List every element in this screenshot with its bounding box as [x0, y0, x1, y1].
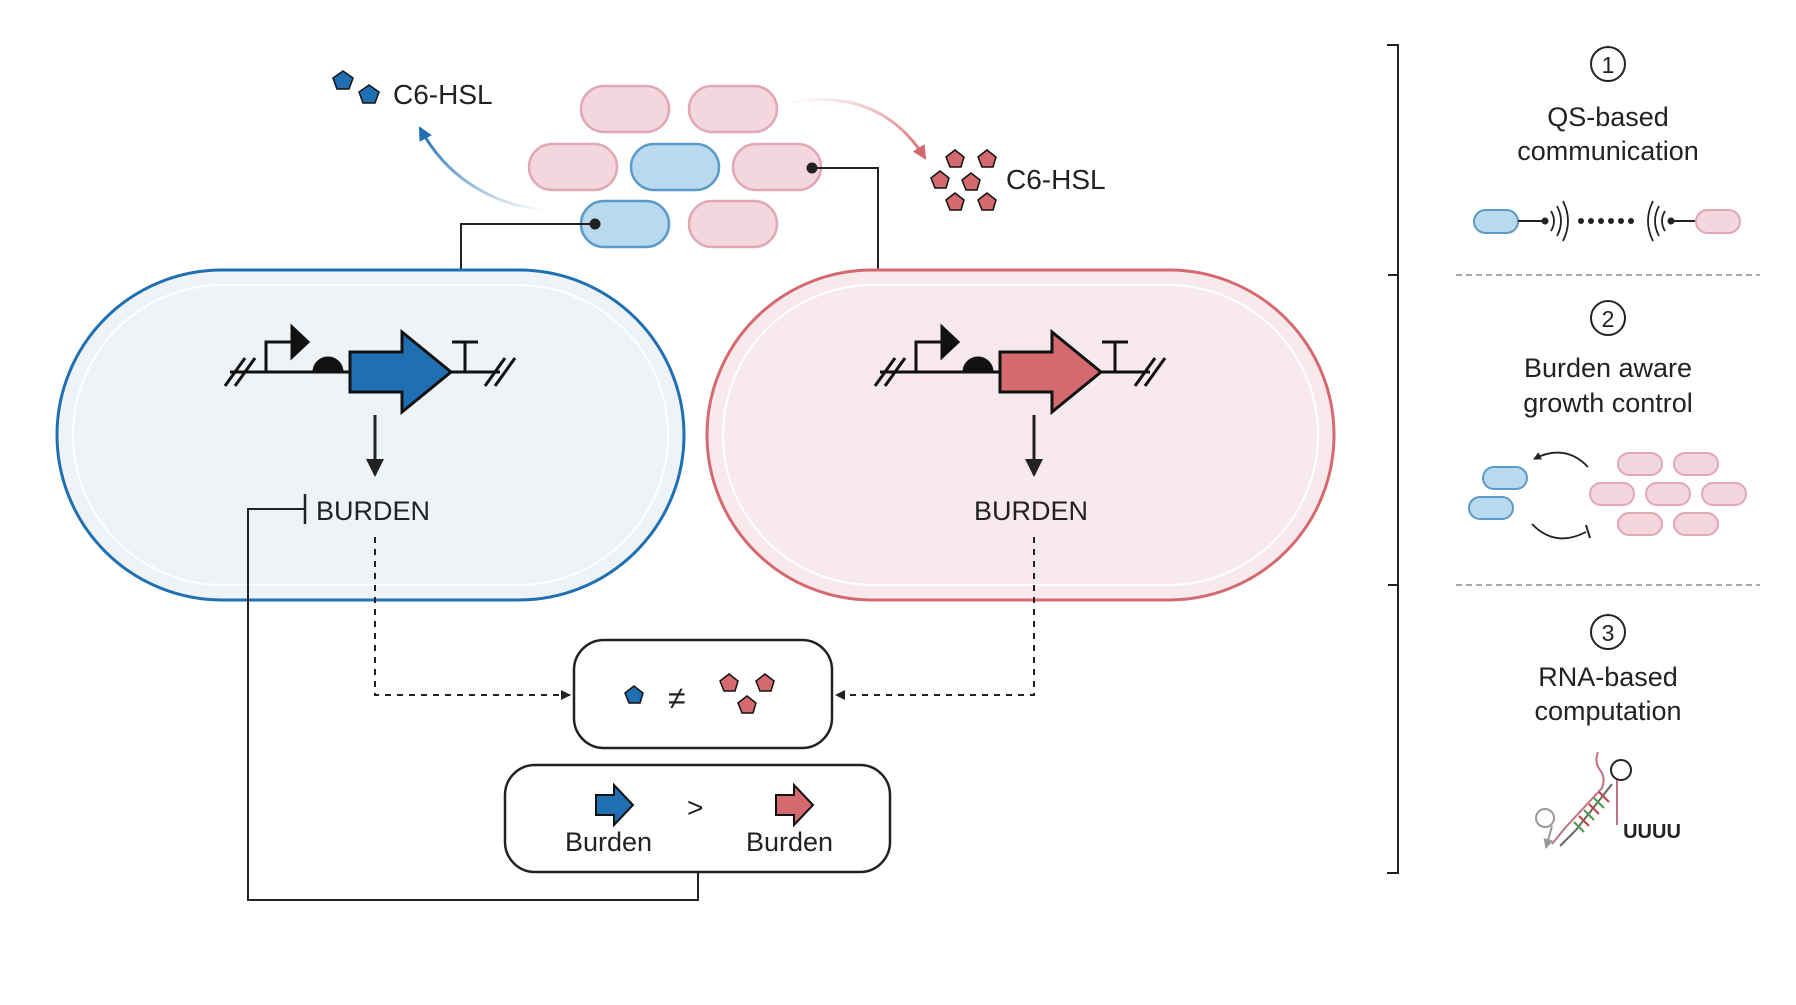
blue-gene-circuit — [223, 323, 517, 416]
pentagon-icon — [755, 673, 775, 692]
burden-comparison-box: > Burden Burden — [503, 763, 892, 874]
sidebar-section-rna-computation: 3 RNA-based computation UUUU — [1534, 614, 1682, 849]
red-burden-comparison-label: Burden — [746, 827, 833, 857]
sidebar-section-qs-communication: 1 QS-based communication — [1473, 46, 1741, 242]
red-arrow-icon — [775, 782, 815, 828]
red-gene-circuit — [873, 323, 1167, 416]
zoom-leader-lines — [460, 162, 879, 270]
section-title-line1: RNA-based — [1538, 662, 1678, 692]
rna-structure-icon — [1535, 751, 1632, 849]
not-equal-symbol: ≠ — [668, 680, 686, 716]
sidebar-section-growth-control: 2 Burden aware growth control — [1468, 300, 1747, 540]
section-title-line2: growth control — [1523, 388, 1693, 418]
red-c6-hsl-molecules — [930, 149, 997, 211]
growth-control-icon — [1468, 451, 1747, 540]
section-number: 3 — [1602, 620, 1615, 646]
blue-signal-label: C6-HSL — [393, 79, 493, 110]
pentagon-icon — [332, 70, 354, 90]
pentagon-icon — [930, 170, 950, 189]
section-title-line1: QS-based — [1547, 102, 1669, 132]
blue-cell — [55, 268, 686, 602]
pentagon-icon — [945, 192, 965, 211]
pentagon-icon — [945, 149, 965, 168]
colony-cell-blue — [629, 142, 721, 192]
rbs-icon — [312, 356, 344, 374]
section-title-line1: Burden aware — [1524, 353, 1692, 383]
blue-c6-hsl-molecules — [332, 70, 380, 104]
section-number: 1 — [1602, 52, 1615, 78]
qs-communication-icon — [1473, 200, 1741, 242]
pentagon-icon — [358, 84, 380, 104]
sidebar-bracket — [1387, 44, 1399, 874]
blue-burden-label: BURDEN — [316, 496, 430, 526]
pentagon-icon — [624, 685, 644, 704]
terminator-icon — [1102, 340, 1128, 372]
blue-burden-comparison-label: Burden — [565, 827, 652, 857]
signal-comparison-box: ≠ — [572, 638, 834, 750]
blue-gene-cds-icon — [348, 328, 454, 416]
rbs-icon — [962, 356, 994, 374]
rna-poly-u-label: UUUU — [1623, 821, 1681, 843]
promoter-arrow-icon — [940, 323, 961, 361]
pentagon-icon — [737, 695, 757, 714]
red-gene-cds-icon — [998, 328, 1104, 416]
red-cell — [705, 268, 1336, 602]
colony-cell-red — [687, 84, 779, 134]
pentagon-icon — [719, 673, 739, 692]
red-signal-label: C6-HSL — [1006, 164, 1106, 195]
blue-arrow-icon — [595, 782, 635, 828]
colony-cell-red — [527, 142, 619, 192]
section-number-badge — [1590, 300, 1626, 336]
section-title-line2: communication — [1517, 136, 1699, 166]
greater-than-symbol: > — [687, 792, 703, 823]
colony-cell-red — [687, 199, 779, 249]
red-signal-arrow — [789, 97, 927, 160]
pentagon-icon — [977, 192, 997, 211]
section-number: 2 — [1602, 306, 1615, 332]
blue-signal-arrow — [418, 126, 546, 212]
bacteria-colony — [527, 84, 823, 249]
section-number-badge — [1590, 614, 1626, 650]
section-number-badge — [1590, 46, 1626, 82]
feedback-inhibition-line — [247, 508, 699, 901]
promoter-arrow-icon — [290, 323, 311, 361]
pentagon-icon — [961, 172, 981, 191]
blue-burden-dashed-arrow — [374, 537, 571, 700]
red-burden-dashed-arrow — [835, 537, 1035, 700]
pentagon-icon — [977, 149, 997, 168]
colony-cell-red — [579, 84, 671, 134]
section-title-line2: computation — [1534, 696, 1681, 726]
terminator-icon — [452, 340, 478, 372]
red-burden-label: BURDEN — [974, 496, 1088, 526]
